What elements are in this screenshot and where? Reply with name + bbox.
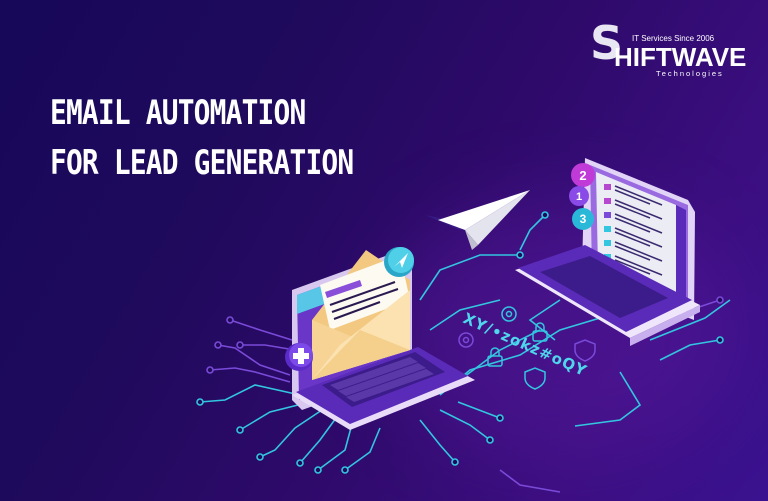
keyboard-keys <box>330 357 434 402</box>
headline-line-1: EMAIL AUTOMATION <box>50 93 306 133</box>
shield-icon <box>524 367 546 390</box>
plus-badge-icon <box>285 343 313 371</box>
headline: EMAIL AUTOMATION FOR LEAD GENERATION <box>50 88 354 188</box>
step-badge-2: 2 <box>579 168 586 183</box>
logo-s-letter: S <box>590 16 624 70</box>
logo-subtitle: Technologies <box>656 69 724 78</box>
envelope-icon <box>312 250 410 380</box>
step-badge-3: 3 <box>580 212 587 226</box>
padlock-icon <box>532 322 548 342</box>
right-laptop <box>515 158 700 346</box>
security-icons <box>458 306 596 390</box>
shiftwave-logo: S IT Services Since 2006 HIFTWAVE Techno… <box>590 16 750 80</box>
step-badge-1: 1 <box>576 191 582 203</box>
padlock-icon <box>487 347 503 367</box>
gear-icon <box>501 306 517 322</box>
paper-plane-icon <box>425 190 530 250</box>
logo-tagline: IT Services Since 2006 <box>632 34 715 43</box>
step-badges: 2 1 3 <box>569 163 595 230</box>
shield-icon <box>574 339 596 362</box>
logo-name: HIFTWAVE <box>614 42 747 72</box>
headline-line-2: FOR LEAD GENERATION <box>50 143 354 183</box>
gear-icon <box>458 332 474 348</box>
cipher-text: XY/•zokz#oQY <box>460 309 590 380</box>
send-badge-icon <box>384 247 414 277</box>
